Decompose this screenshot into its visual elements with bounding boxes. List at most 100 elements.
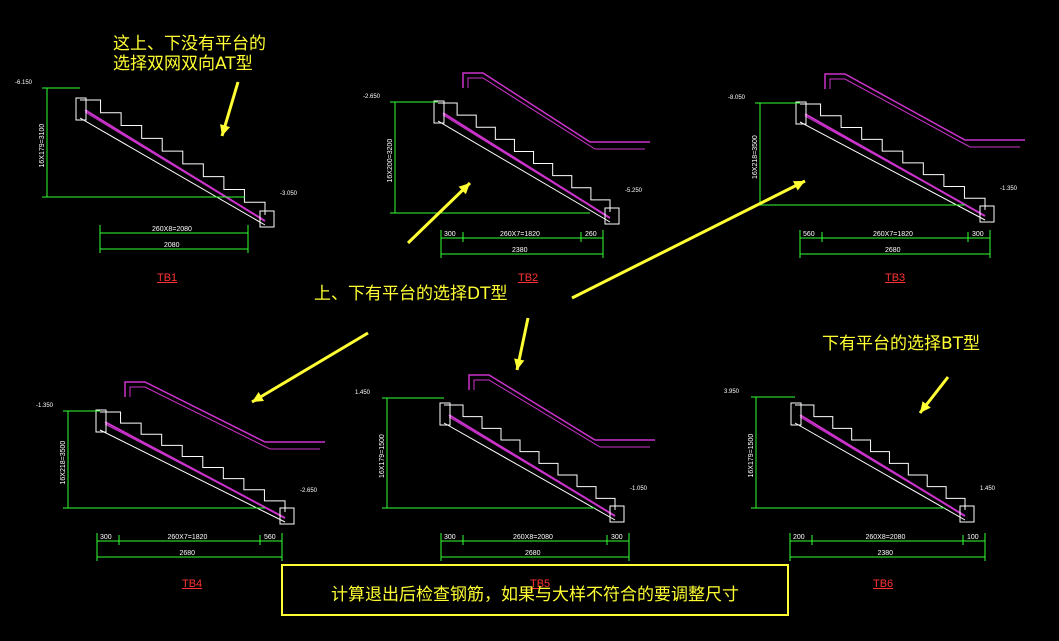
dim-run-tb3: 260X7=1820 bbox=[873, 231, 913, 238]
arrow-to-tb2 bbox=[406, 181, 472, 245]
dim-height-tb4: 16X218=3500 bbox=[60, 441, 67, 485]
support-bottom-tb1 bbox=[259, 210, 275, 228]
level-top-tb1: -6.150 bbox=[15, 80, 33, 86]
level-top-tb6: 3.950 bbox=[724, 389, 740, 395]
level-bottom-tb3: -1.350 bbox=[1000, 186, 1018, 192]
rebar-bottom2-tb2 bbox=[442, 114, 606, 216]
stair-slab-tb5 bbox=[443, 422, 616, 521]
dim-height-tb6: 16X179=1500 bbox=[748, 434, 755, 478]
stair-steps-tb2 bbox=[438, 102, 611, 212]
support-top-tb1 bbox=[75, 97, 87, 121]
dim-run-tb6: 260X8=2080 bbox=[866, 534, 906, 541]
note-at-type-line1: 这上、下没有平台的 bbox=[113, 34, 266, 54]
rebar-bottom2-tb4 bbox=[104, 423, 281, 516]
support-top-tb3 bbox=[795, 101, 807, 125]
dim-run-tb4: 260X7=1820 bbox=[168, 534, 208, 541]
rebar-top-tb4 bbox=[124, 381, 325, 443]
arrow-to-tb2-head bbox=[458, 183, 470, 195]
stair-slab-tb3 bbox=[799, 121, 986, 221]
arrow-to-tb4-head bbox=[252, 391, 264, 402]
stair-label-tb1: TB1 bbox=[157, 272, 178, 284]
rebar-bottom2-tb3 bbox=[804, 115, 981, 214]
support-bottom-tb4 bbox=[279, 507, 295, 525]
dim-seg-right-tb5: 300 bbox=[611, 534, 623, 541]
stair-slab-tb2 bbox=[437, 120, 611, 223]
dim-height-tb3: 16X218=3500 bbox=[752, 135, 759, 179]
rebar-top2-tb3 bbox=[829, 78, 1020, 148]
support-bottom-tb5 bbox=[609, 505, 625, 523]
rebar-top-tb5 bbox=[468, 374, 655, 441]
dim-seg-left-tb2: 300 bbox=[444, 231, 456, 238]
support-bottom-tb3 bbox=[979, 205, 995, 223]
stair-label-tb6: TB6 bbox=[873, 578, 894, 590]
dim-height-tb1: 16X179=3100 bbox=[39, 124, 46, 168]
rebar-top2-tb2 bbox=[467, 77, 645, 150]
note-bt-type: 下有平台的选择BT型 bbox=[822, 334, 981, 354]
dim-seg-right-tb6: 100 bbox=[967, 534, 979, 541]
note-at-type-line2: 选择双网双向AT型 bbox=[113, 54, 253, 74]
stair-steps-tb1 bbox=[80, 99, 266, 215]
dim-total-tb5: 2680 bbox=[525, 550, 541, 557]
support-top-tb2 bbox=[433, 100, 445, 124]
dim-total-tb2: 2380 bbox=[512, 247, 528, 254]
rebar-bottom2-tb6 bbox=[799, 416, 961, 514]
dim-run-tb2: 260X7=1820 bbox=[500, 231, 540, 238]
level-bottom-tb6: 1.450 bbox=[980, 486, 996, 492]
rebar-top-tb2 bbox=[462, 72, 650, 143]
dim-height-tb5: 16X179=1500 bbox=[379, 434, 386, 478]
dim-seg-right-tb3: 300 bbox=[972, 231, 984, 238]
note-at-type: 这上、下没有平台的 选择双网双向AT型 bbox=[113, 34, 266, 74]
stair-steps-tb4 bbox=[100, 411, 286, 512]
stair-label-tb3: TB3 bbox=[885, 272, 906, 284]
arrow-to-tb4 bbox=[251, 331, 369, 404]
dim-seg-left-tb6: 200 bbox=[793, 534, 805, 541]
level-bottom-tb2: -5.250 bbox=[625, 188, 643, 194]
rebar-bottom2-tb5 bbox=[448, 416, 611, 514]
stair-steps-tb6 bbox=[795, 404, 966, 510]
level-top-tb5: 1.450 bbox=[355, 390, 371, 396]
level-top-tb3: -8.050 bbox=[728, 95, 746, 101]
dim-seg-left-tb5: 300 bbox=[444, 534, 456, 541]
stair-label-tb2: TB2 bbox=[518, 272, 539, 284]
level-bottom-tb1: -3.050 bbox=[280, 191, 298, 197]
dim-height-tb2: 16X200=3200 bbox=[387, 139, 394, 183]
stair-steps-tb3 bbox=[800, 103, 986, 210]
dim-total-tb3: 2680 bbox=[885, 247, 901, 254]
dim-seg-left-tb3: 560 bbox=[803, 231, 815, 238]
footer-note-box: 计算退出后检查钢筋，如果与大样不符合的要调整尺寸 bbox=[281, 564, 789, 616]
arrow-to-tb3 bbox=[571, 179, 806, 300]
dim-total-tb1: 2080 bbox=[164, 242, 180, 249]
level-bottom-tb4: -2.650 bbox=[300, 488, 318, 494]
dim-run-tb1: 260X8=2080 bbox=[152, 226, 192, 233]
arrow-to-tb1-head bbox=[220, 124, 231, 136]
stair-slab-tb6 bbox=[794, 422, 966, 521]
stair-slab-tb1 bbox=[79, 117, 266, 226]
rebar-top-tb3 bbox=[824, 73, 1025, 141]
arrow-to-tb6-head bbox=[920, 401, 931, 413]
arrow-to-tb5-head bbox=[514, 358, 525, 370]
dim-seg-right-tb4: 560 bbox=[264, 534, 276, 541]
footer-note: 计算退出后检查钢筋，如果与大样不符合的要调整尺寸 bbox=[331, 585, 739, 605]
dim-total-tb4: 2680 bbox=[180, 550, 196, 557]
dim-seg-left-tb4: 300 bbox=[100, 534, 112, 541]
arrow-to-tb3-head bbox=[793, 181, 805, 191]
support-bottom-tb2 bbox=[604, 207, 620, 225]
dim-total-tb6: 2380 bbox=[878, 550, 894, 557]
stair-label-tb4: TB4 bbox=[182, 578, 203, 590]
support-top-tb6 bbox=[790, 402, 802, 426]
rebar-top2-tb5 bbox=[473, 379, 650, 448]
support-top-tb5 bbox=[439, 402, 451, 426]
stair-steps-tb5 bbox=[444, 404, 616, 510]
level-top-tb4: -1.350 bbox=[36, 403, 54, 409]
stair-label-tb5: TB5 bbox=[530, 578, 551, 590]
note-dt-type: 上、下有平台的选择DT型 bbox=[314, 284, 508, 304]
level-bottom-tb5: -1.050 bbox=[630, 486, 648, 492]
support-bottom-tb6 bbox=[959, 505, 975, 523]
dim-run-tb5: 260X8=2080 bbox=[513, 534, 553, 541]
rebar-bottom2-tb1 bbox=[84, 111, 261, 219]
level-top-tb2: -2.650 bbox=[363, 94, 381, 100]
support-top-tb4 bbox=[95, 409, 107, 433]
stair-slab-tb4 bbox=[99, 429, 286, 523]
